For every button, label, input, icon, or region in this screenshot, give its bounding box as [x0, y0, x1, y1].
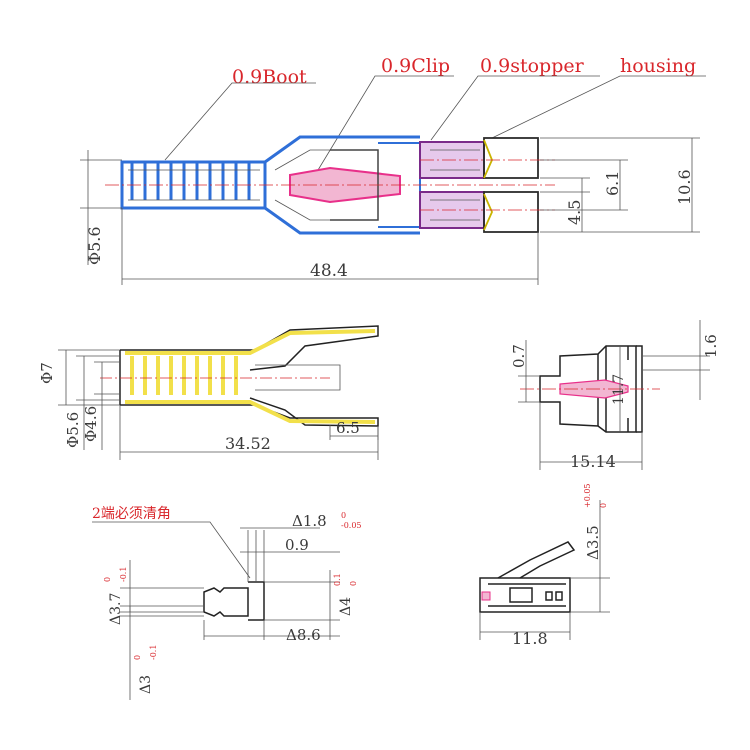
dim-clip-a: 0.7: [510, 344, 528, 368]
stopper-inner: [430, 149, 480, 221]
housing-dims: [479, 500, 610, 640]
callout-stopper: 0.9stopper: [480, 55, 585, 77]
dim-stop-e: Δ8.6: [286, 626, 321, 644]
main-right-dims: [540, 137, 700, 233]
callout-housing: housing: [620, 55, 696, 77]
leader-clip: [314, 75, 454, 176]
dim-stop-d-tol-top: 0.1: [333, 573, 342, 586]
dim-stop-b: 0.9: [285, 536, 309, 554]
dim-stop-a: Δ1.8: [292, 512, 327, 530]
dim-boot-dia: Φ5.6: [85, 226, 104, 265]
dim-stop-f-tol-top: 0: [133, 655, 142, 660]
boot-view-inner: [100, 364, 341, 391]
dim-stop-f: Δ3: [138, 675, 154, 694]
boot-view-dims: [58, 349, 379, 460]
boot-inner: [128, 149, 330, 221]
dim-boot-dia-inner: Φ4.6: [82, 406, 100, 442]
dim-stop-c-tol-top: 0: [103, 577, 112, 582]
housing-view: 11.8 Δ3.5 +0.05 0: [479, 483, 610, 648]
callout-clip: 0.9Clip: [381, 55, 450, 77]
dim-boot-dia-outer: Φ7: [38, 362, 56, 384]
dim-clip-width: 15.14: [570, 452, 616, 471]
dim-height: 10.6: [675, 169, 694, 205]
dim-stop-c-tol-bot: -0.1: [119, 567, 128, 582]
dim-stop-a-tol-top: 0: [341, 511, 346, 520]
housing-outline: [479, 541, 576, 613]
callout-boot: 0.9Boot: [232, 66, 307, 88]
leader-boot: [164, 82, 316, 161]
dim-housing-tol-bot: 0: [599, 503, 608, 508]
dim-stop-c: Δ3.7: [108, 593, 124, 625]
dim-boot-tip: 6.5: [336, 419, 360, 437]
clip-view: 0.7 1.6 11.7 15.14: [510, 320, 720, 471]
dim-boot-length: 34.52: [225, 434, 271, 453]
boot-yellow-fill: [125, 329, 376, 424]
boot-view: Φ7 Φ5.6 Φ4.6 34.52 6.5: [38, 325, 379, 460]
housing-red-marks: [481, 591, 491, 601]
main-assembly-view: 0.9Boot 0.9Clip 0.9stopper housing: [80, 55, 706, 285]
stopper-note: 2端必须清角: [92, 506, 171, 522]
dim-stop-d: Δ4: [338, 597, 354, 616]
clip-outline: [539, 345, 643, 433]
dim-boot-dia-mid: Φ5.6: [64, 412, 82, 448]
leader-stopper: [430, 75, 600, 141]
dim-housing-tol-top: +0.05: [583, 483, 592, 508]
stopper-dims: [120, 527, 340, 700]
stopper-outline: [203, 581, 265, 621]
dim-ferrule: 4.5: [565, 200, 584, 225]
dim-housing-width: 11.8: [512, 629, 548, 648]
leader-housing: [491, 75, 706, 139]
dim-stop-f-tol-bot: -0.1: [149, 645, 158, 660]
dim-housing-height: Δ3.5: [584, 525, 602, 560]
clip-shape: [289, 142, 421, 228]
clip-dims: [518, 320, 710, 470]
stopper-view: 2端必须清角 Δ1.8 0 -0.05 0.9 Δ3.7 0 -0.1 Δ4 0…: [92, 506, 362, 700]
main-bottom-dims: [80, 150, 539, 285]
boot-shape: [120, 135, 420, 235]
dim-clip-b: 1.6: [702, 334, 720, 358]
dim-width-48: 48.4: [310, 261, 348, 281]
dim-stop-a-tol-bot: -0.05: [341, 521, 362, 530]
dim-stop-d-tol-bot: 0: [349, 581, 358, 586]
dim-clip-center: 11.7: [611, 374, 627, 405]
stopper-note-leader: [92, 521, 251, 579]
dim-pitch: 6.1: [603, 171, 622, 196]
